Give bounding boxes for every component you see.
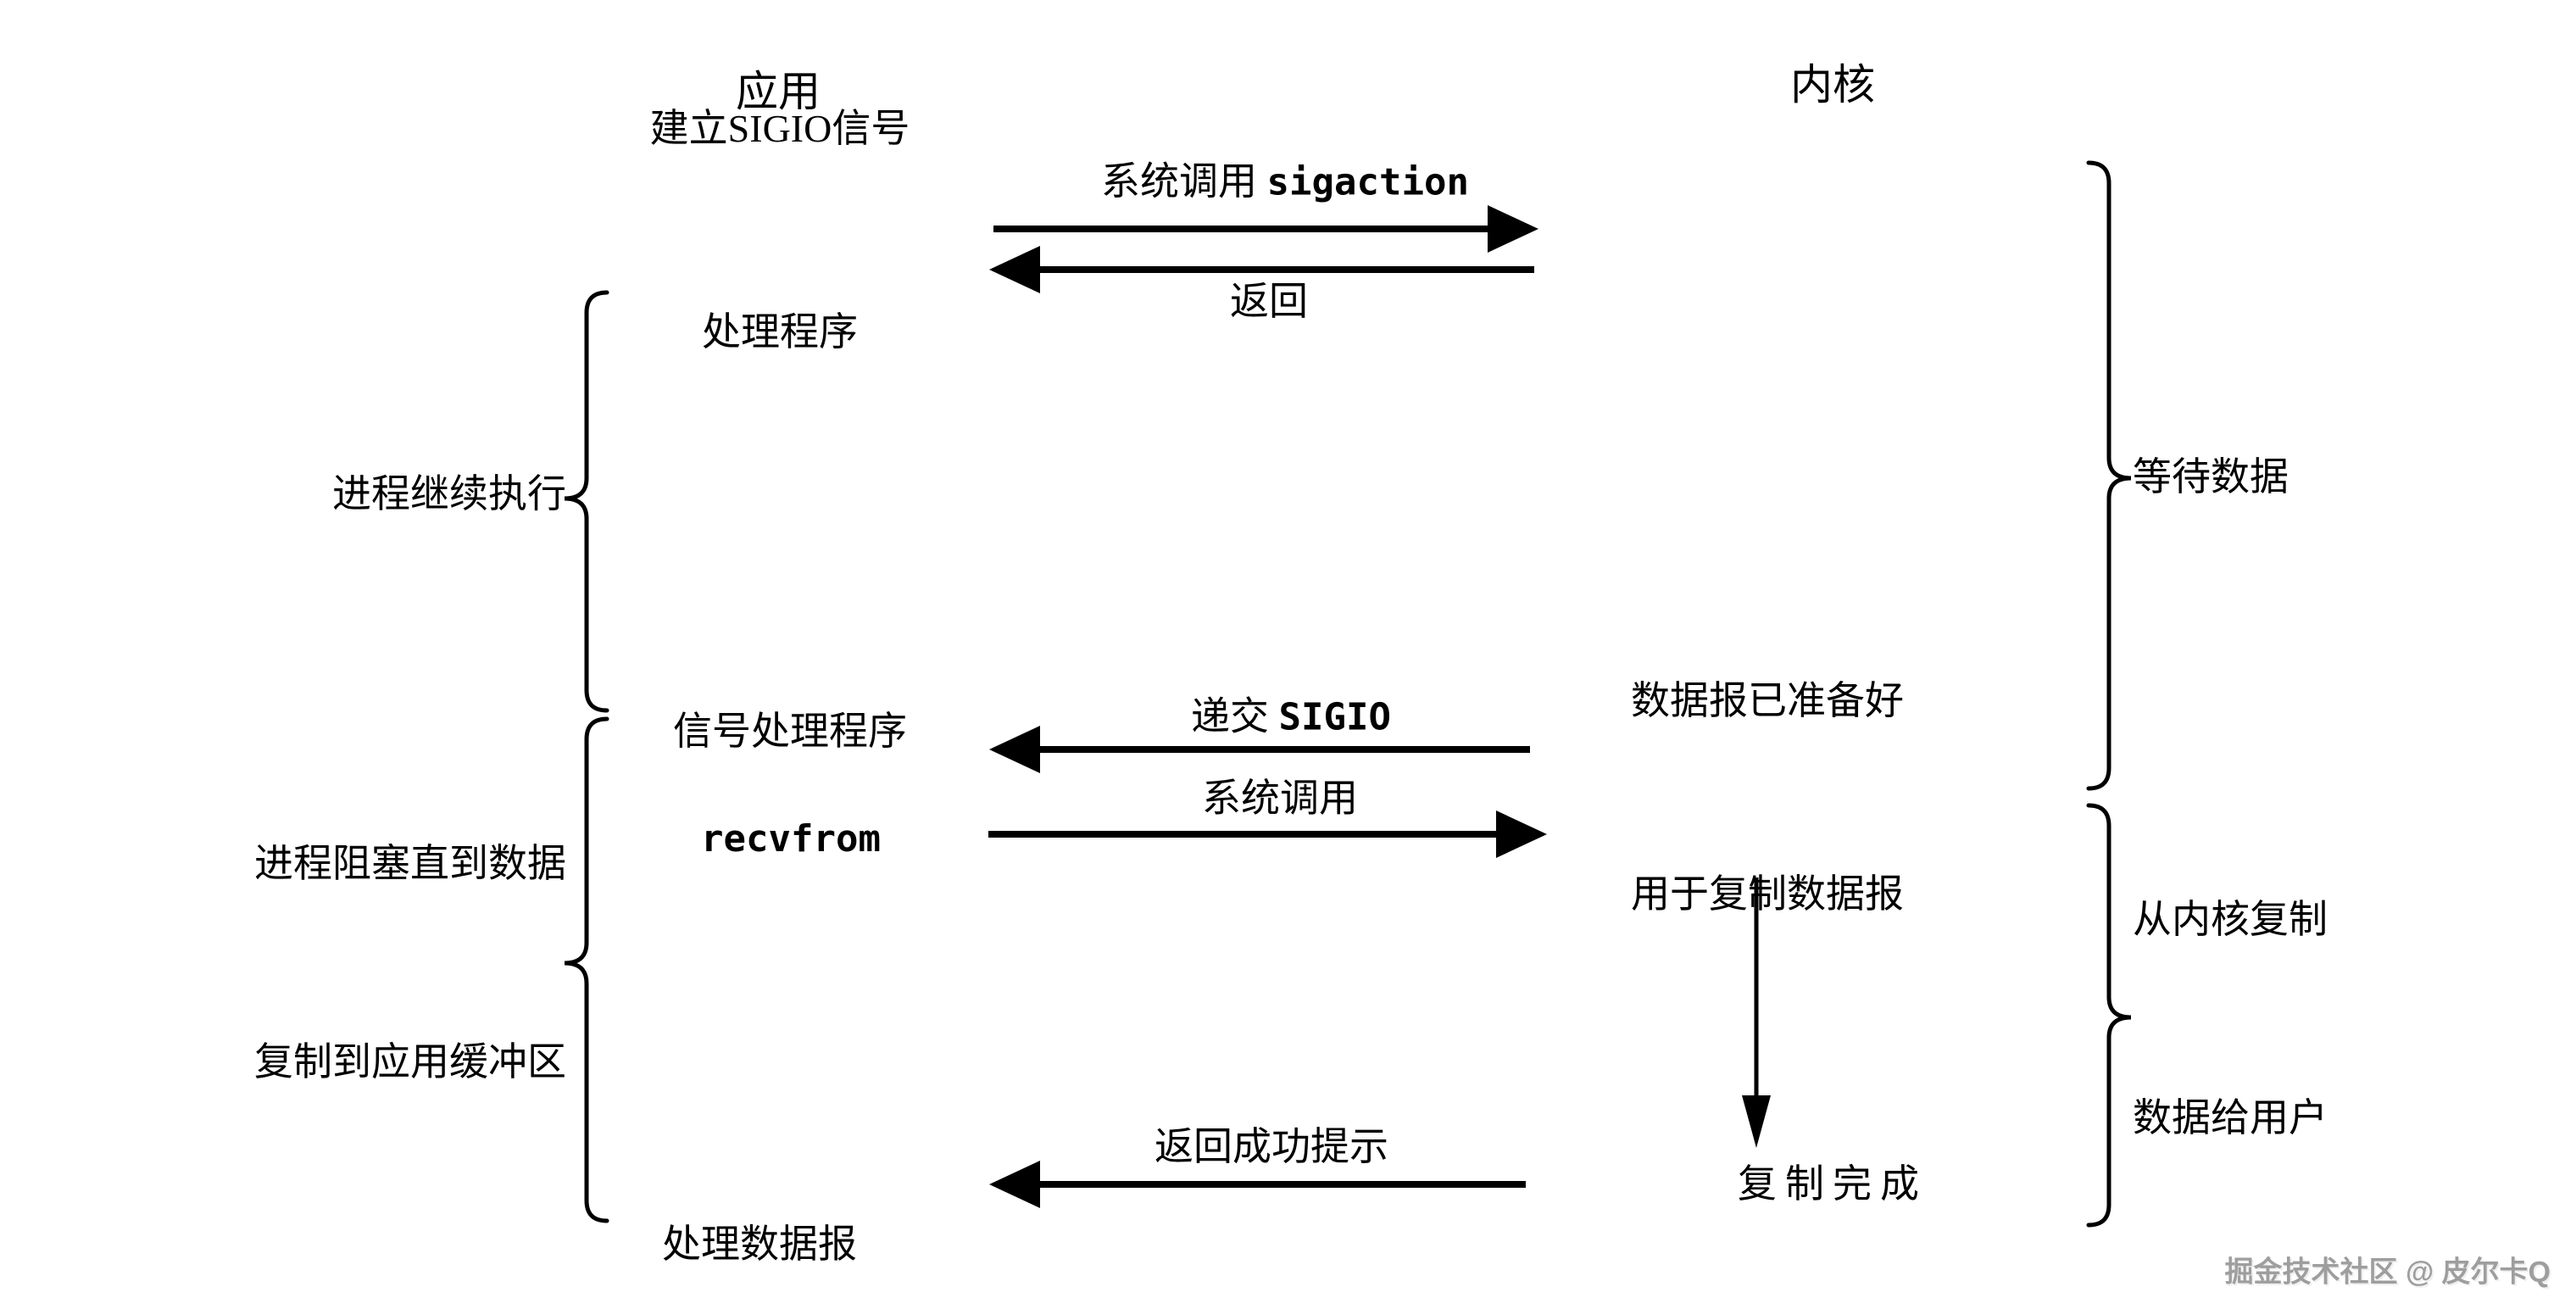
copy-progress-arrow xyxy=(1742,877,1771,1148)
deliver-sigio-arrow xyxy=(989,726,1530,773)
process-continues-brace xyxy=(564,290,609,713)
return-success-arrow xyxy=(989,1161,1526,1208)
wait-for-data-label: 等待数据 xyxy=(2133,455,2289,499)
application-column-title: 应用 xyxy=(736,68,821,115)
process-datagram-label: 处理数据报 xyxy=(662,1223,857,1266)
sigio-code-text: SIGIO xyxy=(1278,695,1391,739)
establish-sigio-handler-line2: 处理程序 xyxy=(701,310,858,354)
copy-from-kernel-label: 从内核复制 数据给用户 xyxy=(2133,755,2328,1284)
wait-for-data-brace xyxy=(2086,160,2132,791)
establish-sigio-handler-line1: 建立SIGIO信号 xyxy=(649,107,910,150)
juejin-watermark: 掘金技术社区 @ 皮尔卡Q xyxy=(2224,1256,2551,1289)
return-success-label: 返回成功提示 xyxy=(1154,1125,1388,1168)
recvfrom-call-arrow xyxy=(988,810,1547,858)
copy-from-kernel-line2: 数据给用户 xyxy=(2133,1096,2328,1139)
copy-from-kernel-brace xyxy=(2086,803,2132,1228)
copy-complete-label: 复制完成 xyxy=(1738,1162,1928,1206)
process-blocks-label: 进程阻塞直到数据 复制到应用缓冲区 xyxy=(254,699,566,1228)
process-blocks-brace xyxy=(564,716,609,1223)
deliver-sigio-label: 递交 SIGIO xyxy=(1152,618,1391,817)
sigaction-call-prefix: 系统调用 xyxy=(1101,159,1267,203)
process-blocks-line1: 进程阻塞直到数据 xyxy=(254,842,566,885)
syscall-label: 系统调用 xyxy=(1202,777,1358,820)
return-label: 返回 xyxy=(1230,280,1308,323)
signal-handler-label: 信号处理程序 xyxy=(673,710,907,753)
sigaction-return-arrow xyxy=(989,246,1534,293)
sigaction-call-label: 系统调用 sigaction xyxy=(1062,83,1469,282)
process-blocks-line2: 复制到应用缓冲区 xyxy=(254,1040,566,1083)
recvfrom-label: recvfrom xyxy=(701,817,881,861)
datagram-ready-line1: 数据报已准备好 xyxy=(1631,679,1904,722)
copy-from-kernel-line1: 从内核复制 xyxy=(2133,898,2328,941)
deliver-sigio-prefix: 递交 xyxy=(1191,694,1279,738)
datagram-ready-line2: 用于复制数据报 xyxy=(1631,872,1904,916)
sigaction-code-text: sigaction xyxy=(1266,160,1469,204)
datagram-ready-label: 数据报已准备好 用于复制数据报 xyxy=(1631,540,1904,1056)
process-continues-label: 进程继续执行 xyxy=(332,472,566,515)
sigaction-call-arrow xyxy=(993,205,1538,253)
kernel-column-title: 内核 xyxy=(1790,61,1875,109)
establish-sigio-handler-label: 建立SIGIO信号 处理程序 xyxy=(650,0,910,502)
